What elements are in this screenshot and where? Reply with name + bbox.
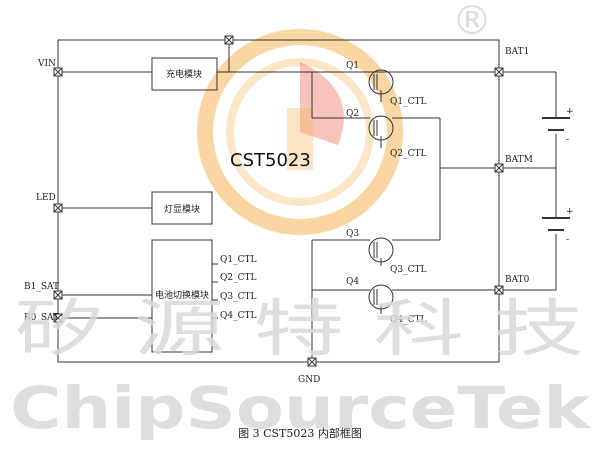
wires	[58, 40, 557, 362]
q1-label: Q1	[346, 61, 359, 71]
charge-module-label: 充电模块	[166, 68, 202, 80]
terminal-batm	[494, 163, 504, 173]
pin-label-led: LED	[36, 193, 56, 203]
battery-top-minus: -	[566, 135, 569, 145]
logo-ring-outer	[197, 29, 403, 235]
terminal-b0-sat	[53, 313, 63, 323]
switch-out-q4: Q4_CTL	[220, 311, 256, 321]
q4-ctl-label: Q4_CTL	[390, 315, 426, 325]
terminal-vin	[53, 67, 63, 77]
transistor-q2: Q2 Q2_CTL	[346, 109, 426, 159]
logo-bar	[287, 108, 313, 170]
chip-outline	[57, 39, 500, 363]
terminal-bat0	[494, 285, 504, 295]
light-module-label: 灯显模块	[164, 203, 200, 215]
terminal-bat1	[494, 67, 504, 77]
transistor-q1: Q1 Q1_CTL	[346, 61, 426, 107]
pin-terminals	[53, 35, 504, 367]
switch-module-label: 电池切换模块	[155, 289, 209, 301]
q3-ctl-label: Q3_CTL	[390, 265, 426, 275]
pin-label-gnd: GND	[298, 375, 320, 385]
terminal-led	[53, 203, 63, 213]
pin-label-bat0: BAT0	[505, 275, 530, 285]
pin-label-vin: VIN	[37, 59, 56, 69]
switch-out-q3: Q3_CTL	[220, 292, 256, 302]
watermark-en: ChipSourceTek	[10, 374, 592, 442]
q4-label: Q4	[346, 277, 359, 287]
battery-top: + -	[542, 107, 574, 145]
logo-watermark	[197, 29, 403, 235]
pin-label-b1-sat: B1_SAT	[24, 282, 59, 292]
chip-name: CST5023	[230, 150, 311, 171]
transistor-q4: Q4 Q4_CTL	[346, 277, 426, 325]
terminal-gnd	[307, 357, 317, 367]
q2-label: Q2	[346, 109, 359, 119]
figure-caption: 图 3 CST5023 内部框图	[238, 426, 362, 440]
transistor-q3: Q3 Q3_CTL	[346, 229, 426, 275]
battery-bottom-plus: +	[566, 207, 574, 217]
charge-module-box	[151, 57, 218, 91]
battery-top-plus: +	[566, 107, 574, 117]
switch-out-q2: Q2_CTL	[220, 273, 256, 283]
q2-ctl-label: Q2_CTL	[390, 149, 426, 159]
battery-bottom: + -	[542, 207, 574, 245]
pin-label-batm: BATM	[505, 155, 533, 165]
terminal-top	[224, 35, 234, 45]
pin-label-bat1: BAT1	[505, 47, 529, 57]
battery-bottom-minus: -	[566, 235, 569, 245]
watermark-cn: 矽 源 特 科 技	[14, 292, 584, 365]
q1-ctl-label: Q1_CTL	[390, 97, 426, 107]
switch-out-q1: Q1_CTL	[220, 255, 256, 265]
terminal-b1-sat	[53, 290, 63, 300]
q3-label: Q3	[346, 229, 359, 239]
logo-swoosh	[300, 62, 344, 145]
switch-module-box	[151, 239, 213, 353]
registered-mark: ®	[452, 0, 492, 44]
pin-label-b0-sat: B0_SAT	[24, 313, 59, 323]
